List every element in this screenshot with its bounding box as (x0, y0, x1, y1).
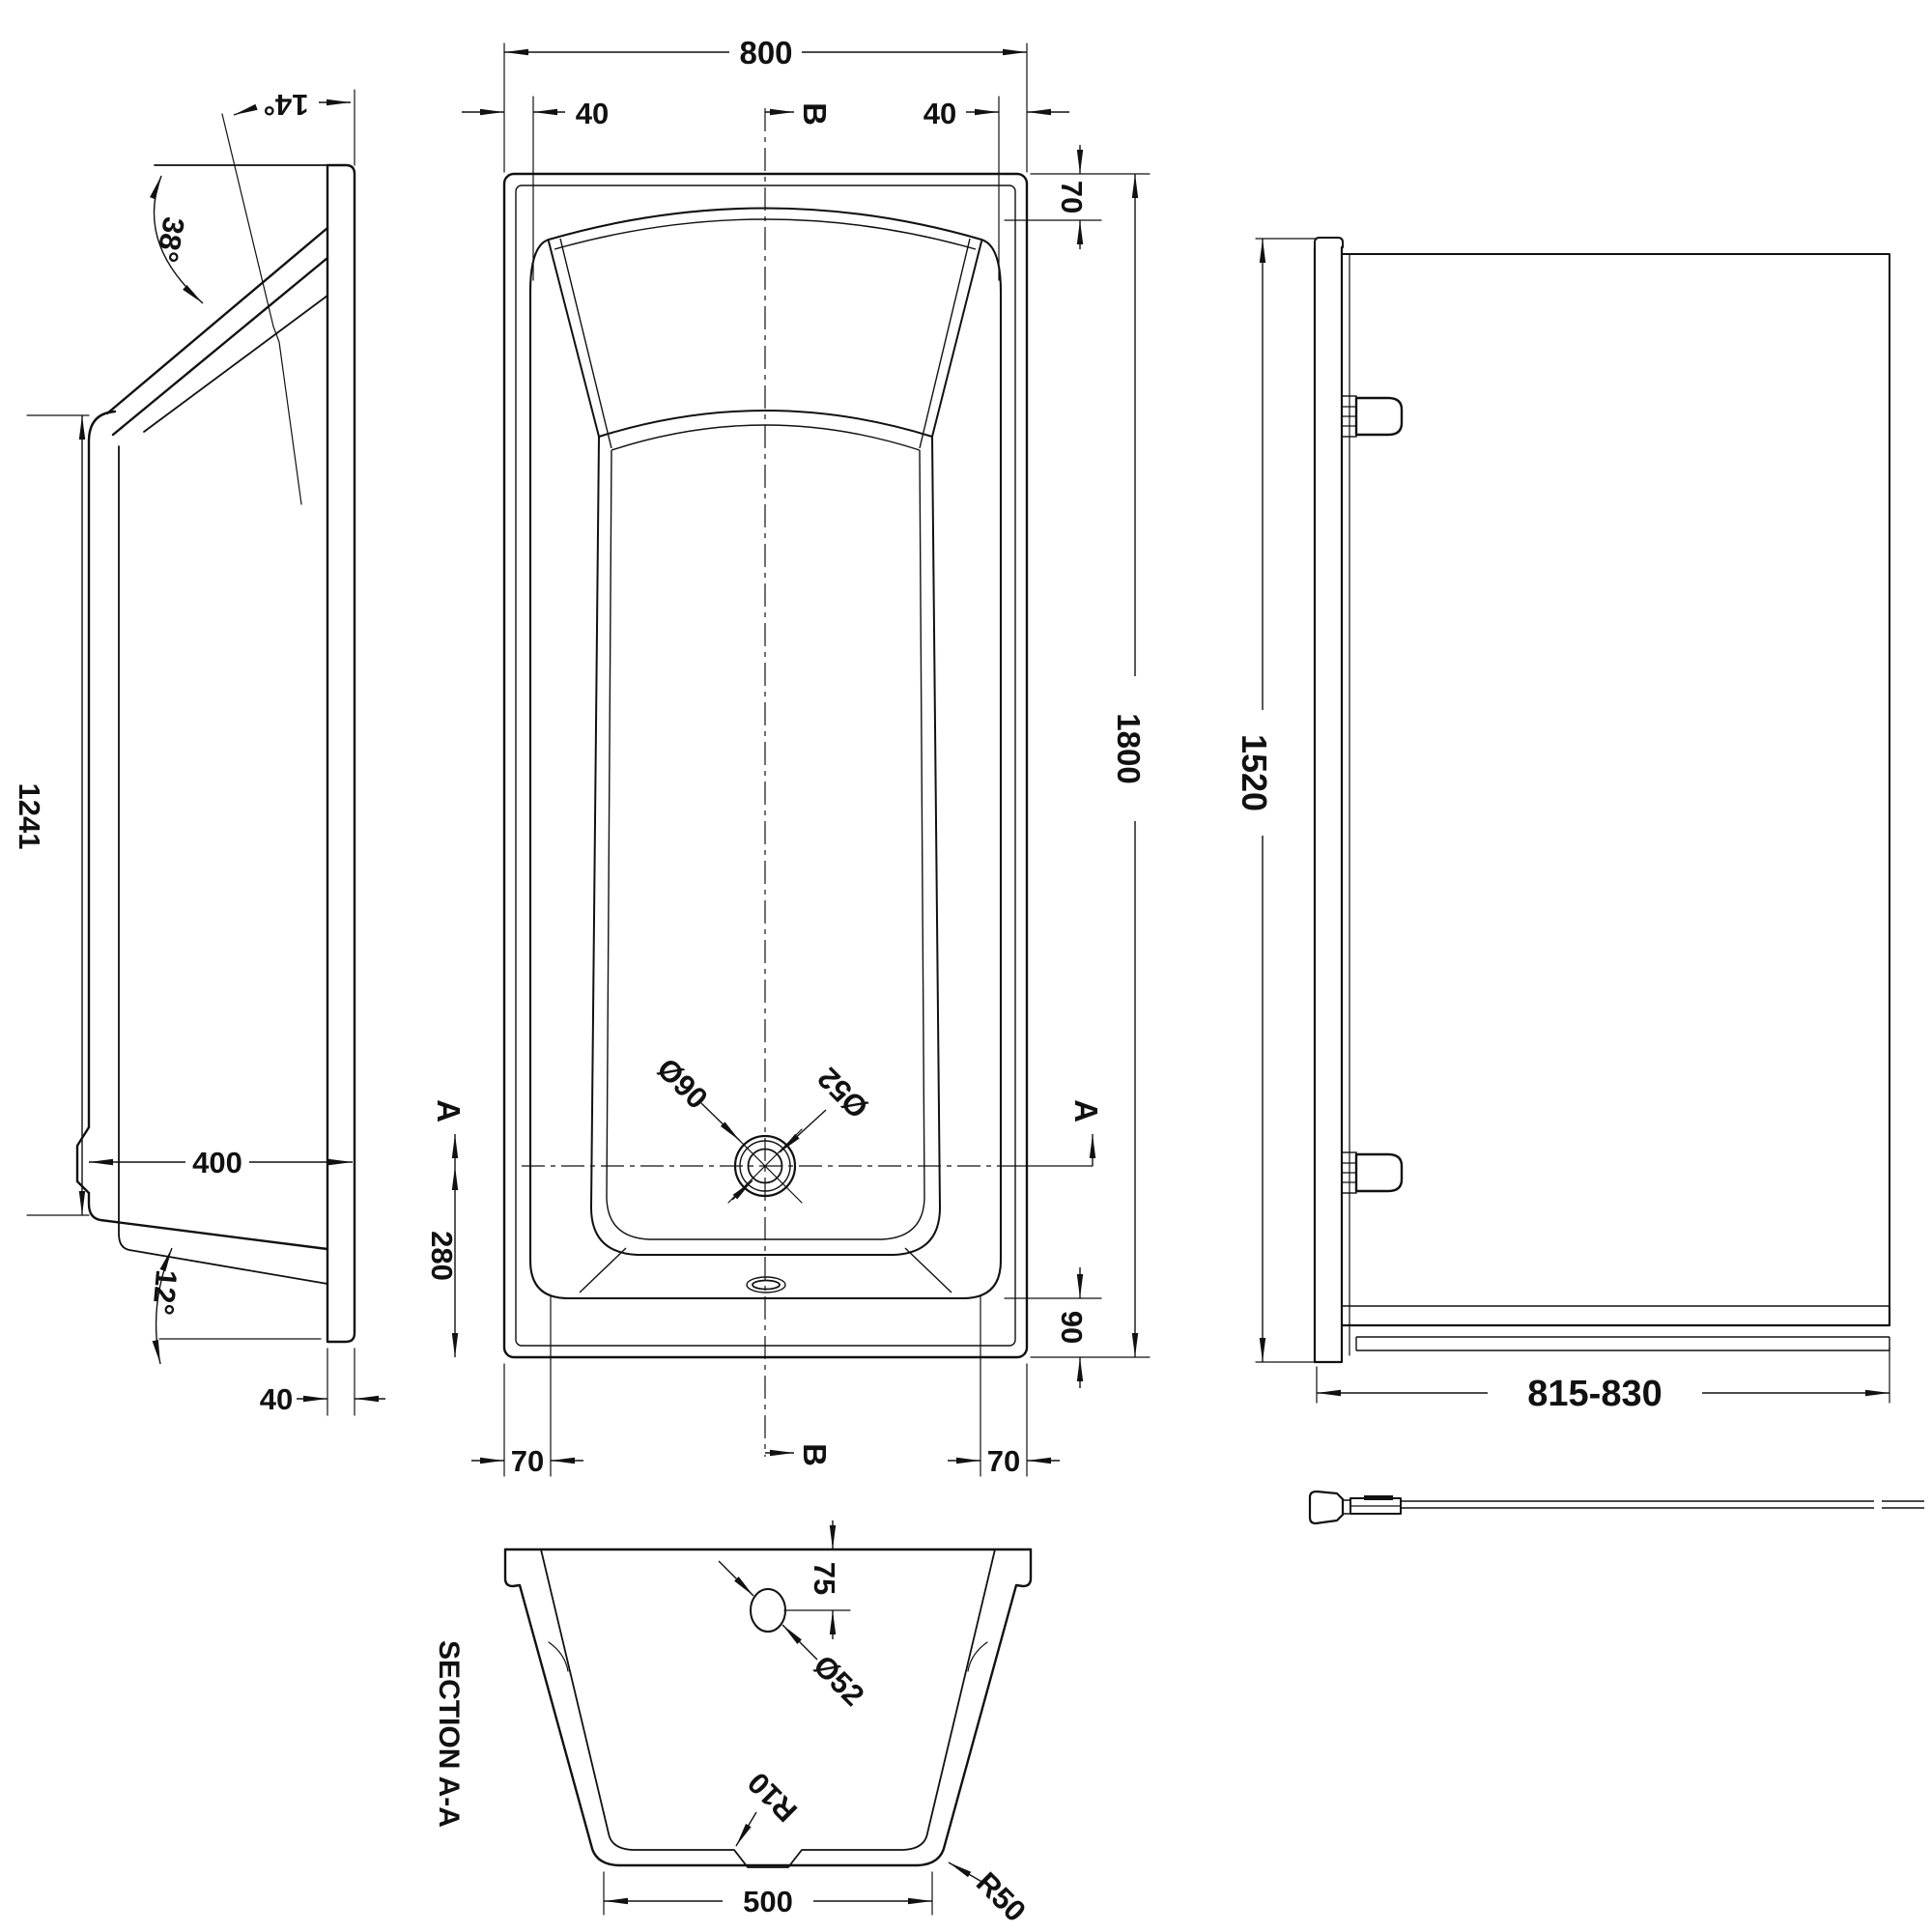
dim-base-500: 500 (603, 1871, 933, 1918)
dim-screen-height-label: 1520 (1235, 734, 1274, 811)
angle-backrest-label: 38° (150, 214, 191, 265)
side-front-panel (326, 163, 356, 1344)
dim-overflow-75: 75 (783, 1520, 851, 1639)
section-line-b: B B (764, 102, 833, 1466)
angle-wall-label: 14° (264, 88, 309, 122)
radius-inner-label: R10 (741, 1766, 804, 1829)
plan-view: Ø90 Ø52 A A B B 800 (425, 35, 1151, 1478)
dim-foot-left: 70 (471, 1295, 583, 1478)
plan-backrest-band (598, 410, 933, 438)
dim-drain-280: 280 (425, 1166, 459, 1357)
label-drain-outer: Ø90 (650, 1052, 741, 1142)
screen-bottom-rail (1341, 1304, 1891, 1327)
angle-base-label: 12° (146, 1268, 184, 1317)
dim-thickness-label: 40 (260, 1382, 293, 1416)
dim-drain-label: 280 (425, 1231, 459, 1281)
side-head-wall-line (221, 113, 302, 505)
section-marker-a-left: A (431, 1099, 467, 1122)
label-overflow: Ø52 (718, 1560, 870, 1713)
dim-screen-width-label: 815-830 (1527, 1374, 1662, 1414)
screen-glass-panel (1342, 253, 1890, 1307)
section-marker-b-bottom: B (797, 1443, 833, 1466)
dim-base-label: 500 (743, 1885, 793, 1918)
section-overflow-hole (750, 1588, 786, 1633)
dim-overflow-label: 75 (808, 1562, 841, 1595)
dim-rim-foot-label: 90 (1055, 1311, 1089, 1344)
section-inner-shell (540, 1548, 996, 1868)
screen-wall-profile (1313, 245, 1344, 1364)
label-radius-inner: R10 (735, 1766, 804, 1847)
screen-bottom-seal (1355, 1336, 1890, 1351)
dim-screen-width: 815-830 (1316, 1347, 1890, 1414)
dim-thickness-40: 40 (260, 1348, 385, 1416)
dim-rim-head-label: 70 (1055, 181, 1089, 213)
side-waste-boss (75, 1125, 91, 1195)
bath-screen-top-view (1308, 1490, 1924, 1525)
dim-depth-400: 400 (89, 1146, 353, 1179)
dim-length-label: 1800 (1111, 713, 1147, 783)
overflow-slot-outer (746, 1276, 786, 1293)
dim-rim-left: 40 (462, 96, 609, 281)
dim-angle-wall: 14° (233, 88, 351, 122)
side-section-view: 14° 38° 1241 400 12° 40 (13, 88, 385, 1416)
dim-rim-right: 40 (923, 96, 1069, 281)
section-marker-a-right: A (1068, 1099, 1104, 1122)
section-aa-view: SECTION A-A Ø52 75 R10 R50 (433, 1520, 1033, 1928)
dim-rim-head: 70 (1004, 145, 1151, 249)
radius-outer-label: R50 (970, 1865, 1033, 1928)
screen-top-hinge-block (1308, 1490, 1345, 1525)
section-title: SECTION A-A (433, 1640, 465, 1828)
side-floor-outline (87, 410, 329, 1251)
dim-width-800: 800 (503, 35, 1028, 173)
dim-foot-right-label: 70 (987, 1444, 1020, 1478)
overflow-slot (752, 1279, 781, 1291)
bath-screen-front-view: 1520 815-830 (1235, 237, 1891, 1414)
dim-screen-height: 1520 (1235, 238, 1316, 1363)
dim-width-label: 800 (739, 35, 792, 71)
section-marker-b-top: B (797, 102, 833, 126)
dim-foot-right: 70 (948, 1295, 1060, 1478)
section-line-a: A A (431, 1099, 1104, 1167)
dim-rim-left-label: 40 (576, 97, 609, 130)
dim-rim-foot: 90 (1004, 1267, 1102, 1388)
dim-angle-base: 12° (146, 1247, 322, 1365)
plan-basin-opening (528, 207, 1003, 1300)
screen-top-clamp (1364, 1495, 1393, 1500)
dim-depth-label: 400 (192, 1146, 242, 1179)
dim-foot-left-label: 70 (511, 1444, 544, 1478)
dim-height-1241: 1241 (13, 414, 90, 1216)
screen-hinge-top (1341, 395, 1404, 438)
side-backrest-edge (105, 226, 329, 415)
section-outer-shell (503, 1548, 1033, 1867)
dim-height-label: 1241 (13, 783, 46, 850)
plan-floor-outline (590, 436, 941, 1256)
dim-angle-backrest: 38° (150, 175, 204, 304)
screen-hinge-bottom (1341, 1151, 1404, 1194)
label-radius-outer: R50 (948, 1861, 1033, 1928)
screen-top-glass-strip (1401, 1500, 1874, 1509)
screen-profile-cap (1314, 237, 1344, 248)
dim-length-1800: 1800 (1030, 174, 1151, 1358)
dim-rim-right-label: 40 (923, 97, 956, 130)
